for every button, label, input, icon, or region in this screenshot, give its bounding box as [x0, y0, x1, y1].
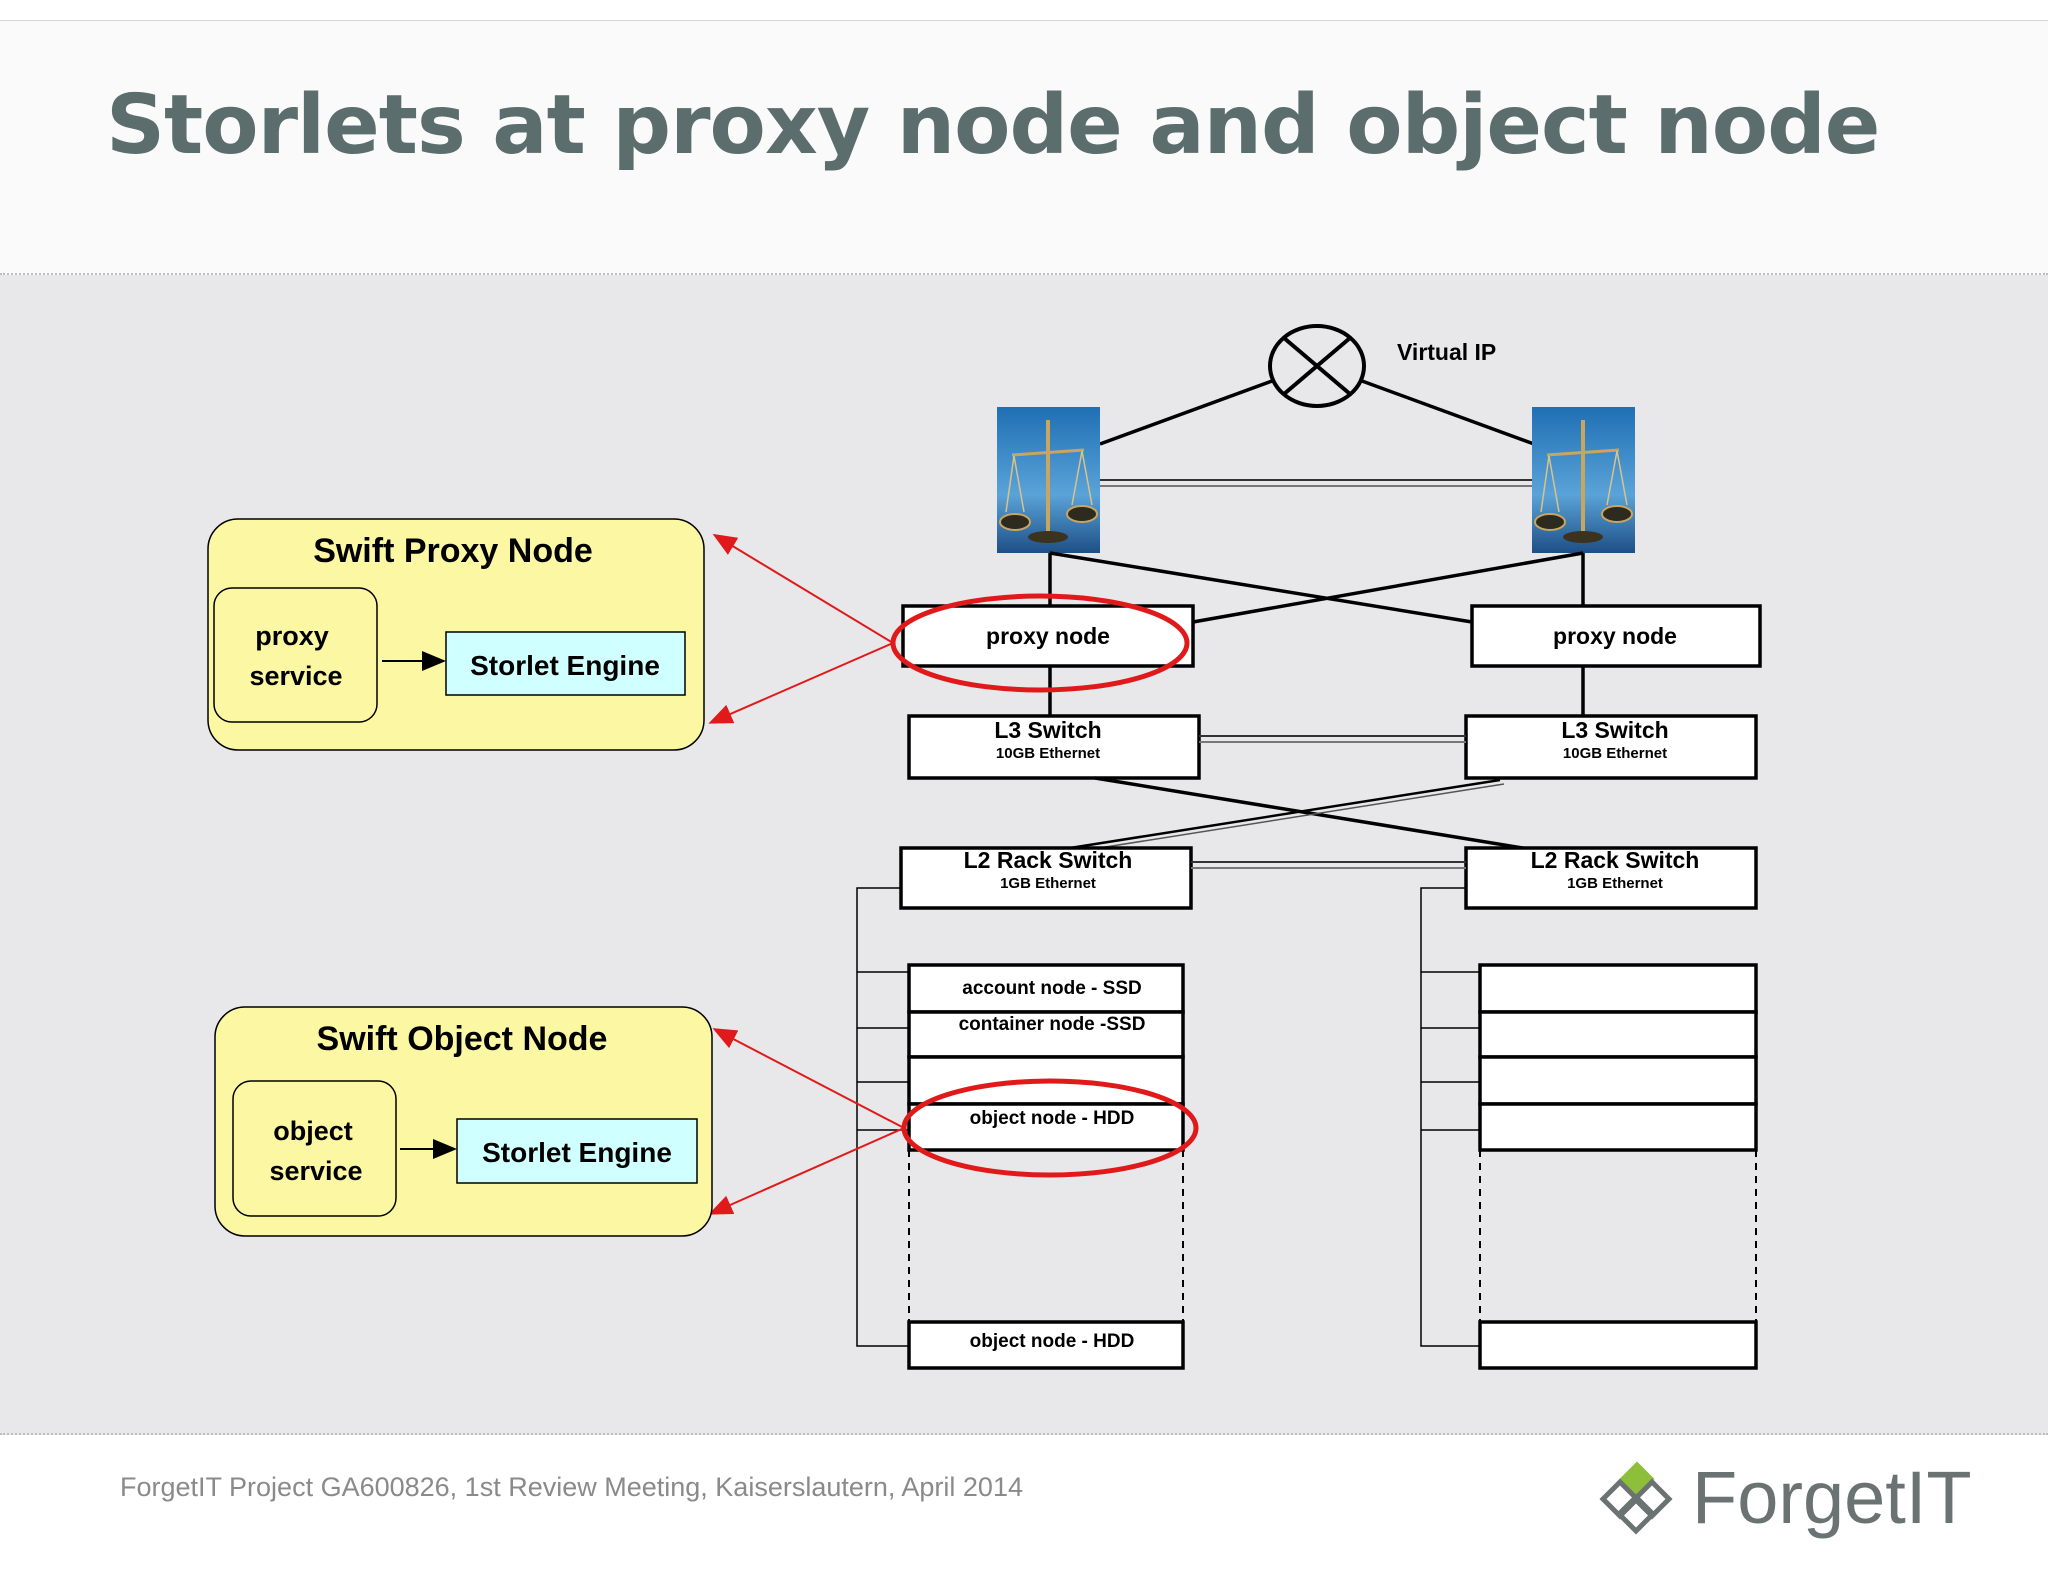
virtual-ip-icon	[1268, 324, 1366, 408]
load-balancer-icon-left	[997, 407, 1100, 553]
virtual-ip-label: Virtual IP	[1397, 339, 1496, 365]
footer-text: ForgetIT Project GA600826, 1st Review Me…	[120, 1472, 1023, 1502]
proxy-node-left-label: proxy node	[986, 623, 1110, 649]
l3-switch-right	[1464, 714, 1758, 780]
object-service-line2: service	[269, 1156, 362, 1186]
object-node-label: object node - HDD	[970, 1108, 1135, 1129]
account-node-label: account node - SSD	[962, 978, 1141, 999]
proxy-service-line2: service	[249, 661, 342, 691]
load-balancer-icon-right	[1532, 407, 1635, 553]
l2-switch-right-speed: 1GB Ethernet	[1567, 875, 1663, 892]
proxy-node-right-label: proxy node	[1553, 623, 1677, 649]
object-storlet-engine-label: Storlet Engine	[482, 1137, 672, 1168]
object-storlet-engine-box	[456, 1118, 698, 1184]
proxy-storlet-engine-box	[445, 631, 686, 696]
proxy-node-right	[1470, 604, 1762, 668]
object-service-line1: object	[273, 1116, 353, 1146]
l2-switch-left	[899, 846, 1193, 910]
page-title: Storlets at proxy node and object node	[106, 78, 1880, 173]
proxy-service-box	[213, 587, 378, 723]
proxy-storlet-engine-label: Storlet Engine	[470, 650, 660, 681]
storage-rack-left	[907, 963, 1185, 1370]
l3-switch-left-label: L3 Switch	[994, 717, 1101, 743]
rack-bus-right	[1420, 887, 1480, 1347]
forgetit-logo-icon	[1599, 1461, 1673, 1535]
object-service-box	[232, 1080, 397, 1217]
swift-object-node-title: Swift Object Node	[317, 1020, 608, 1058]
l2-switch-right	[1464, 846, 1758, 910]
l2-switch-left-label: L2 Rack Switch	[964, 847, 1133, 873]
proxy-node-left	[901, 604, 1195, 668]
l3-switch-left-speed: 10GB Ethernet	[996, 745, 1100, 762]
l3-switch-right-speed: 10GB Ethernet	[1563, 745, 1667, 762]
object-node-last-label: object node - HDD	[970, 1331, 1135, 1352]
storage-rack-right	[1478, 963, 1758, 1370]
l3-switch-left	[907, 714, 1201, 780]
proxy-service-line1: proxy	[255, 621, 329, 651]
l2-switch-right-label: L2 Rack Switch	[1531, 847, 1700, 873]
rack-bus-left	[856, 887, 909, 1347]
l2-switch-left-speed: 1GB Ethernet	[1000, 875, 1096, 892]
container-node-label: container node -SSD	[959, 1014, 1146, 1035]
l3-switch-right-label: L3 Switch	[1561, 717, 1668, 743]
swift-proxy-node-title: Swift Proxy Node	[313, 532, 593, 570]
forgetit-logo-text: ForgetIT	[1692, 1456, 1972, 1539]
title-bar	[0, 20, 2048, 275]
